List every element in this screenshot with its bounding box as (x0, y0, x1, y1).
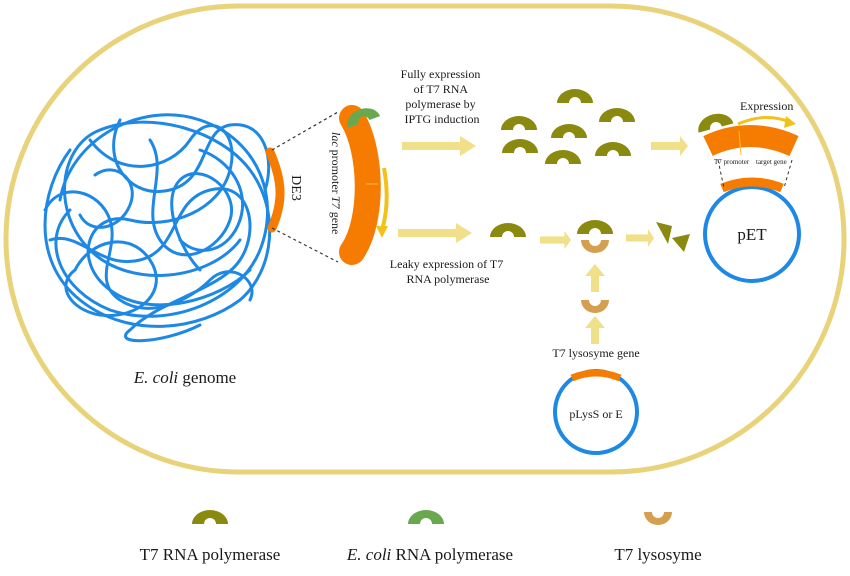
full-expression-text: Fully expression of T7 RNA polymerase by… (401, 67, 484, 126)
pet-divider (738, 130, 742, 156)
to-pet-arrow (651, 136, 688, 156)
pet-zoom-right (783, 159, 793, 189)
t7-lysosyme-gene-label: T7 lysosyme gene (552, 346, 639, 360)
de3-segment-genome (265, 147, 285, 233)
de3-transcription-arrow (380, 167, 389, 231)
lysozyme-up-arrow-2 (585, 316, 605, 344)
to-inactive-arrow (626, 229, 655, 247)
leaky-expression-arrow (398, 223, 472, 243)
legend-t7-polymerase-icon (192, 510, 228, 524)
legend-lysozyme-label: T7 lysosyme (614, 545, 701, 564)
complex-lysozyme (581, 240, 609, 253)
leaky-t7-polymerase (490, 223, 526, 237)
pet-enlarged-region (703, 125, 799, 157)
free-lysozyme (581, 300, 609, 313)
to-complex-arrow (540, 231, 572, 249)
lac-promoter-label: lac promoter (329, 132, 343, 194)
complex-t7-polymerase (577, 220, 613, 234)
de3-enlarged (339, 105, 381, 265)
t7-promoter-label: T7 promoter (714, 158, 750, 166)
legend-ecoli-polymerase-icon (408, 510, 444, 524)
cell-membrane (3, 3, 847, 475)
t7-polymerase-cluster (501, 89, 635, 164)
de3-label: DE3 (288, 175, 303, 201)
zoom-line-top (271, 111, 339, 151)
expression-arrow-head (784, 116, 796, 128)
legend-ecoli-polymerase-label: E. coli RNA polymerase (346, 545, 513, 564)
de3-arrow-head (376, 226, 388, 238)
legend: T7 RNA polymerase E. coli RNA polymerase… (140, 510, 702, 564)
expression-label: Expression (740, 99, 793, 113)
pet-insert (720, 177, 784, 193)
full-expression-arrow (402, 136, 476, 156)
lysozyme-up-arrow-1 (585, 264, 605, 292)
plyss-insert (570, 369, 622, 382)
leaky-expression-text: Leaky expression of T7 RNA polymerase (390, 257, 506, 286)
legend-t7-polymerase-label: T7 RNA polymerase (140, 545, 281, 564)
zoom-line-bottom (271, 227, 339, 263)
expression-arrow (737, 116, 791, 126)
pet-plasmid (703, 185, 801, 283)
inactive-polymerase-fragment-2 (672, 234, 690, 252)
pet-zoom-left (717, 159, 725, 189)
plyss-label: pLysS or E (569, 407, 622, 421)
legend-lysozyme-icon (644, 512, 672, 525)
genome-label: E. coli genome (133, 368, 236, 387)
inactive-polymerase-fragment-1 (656, 222, 672, 244)
target-gene-label: target gene (756, 158, 787, 166)
t7-gene-label: T7 gene (329, 196, 343, 234)
genome-dna-tangle (43, 113, 272, 343)
pet-label: pET (737, 225, 767, 244)
